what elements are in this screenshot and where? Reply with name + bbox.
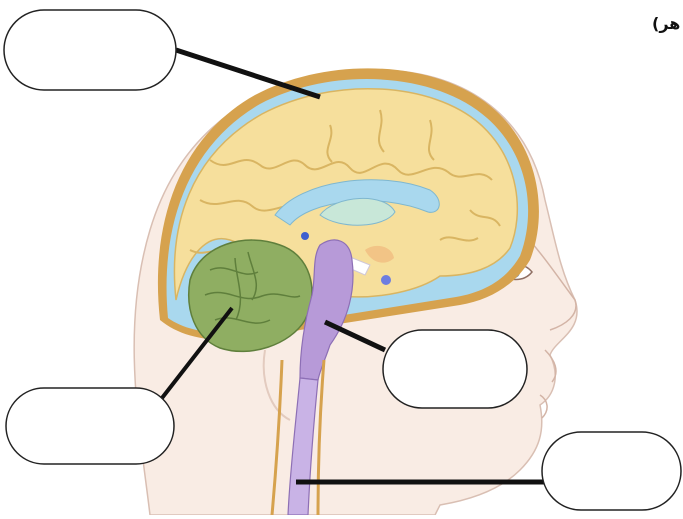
label-box-brainstem[interactable] [383,330,527,408]
corner-text: (ه‍ر [652,14,680,33]
pineal-marker [301,232,309,240]
label-box-cerebellum[interactable] [6,388,174,464]
label-box-cerebrum[interactable] [4,10,176,90]
label-box-spinal-cord[interactable] [542,432,681,510]
leader-line-cerebrum [176,50,320,97]
pituitary-marker [381,275,391,285]
